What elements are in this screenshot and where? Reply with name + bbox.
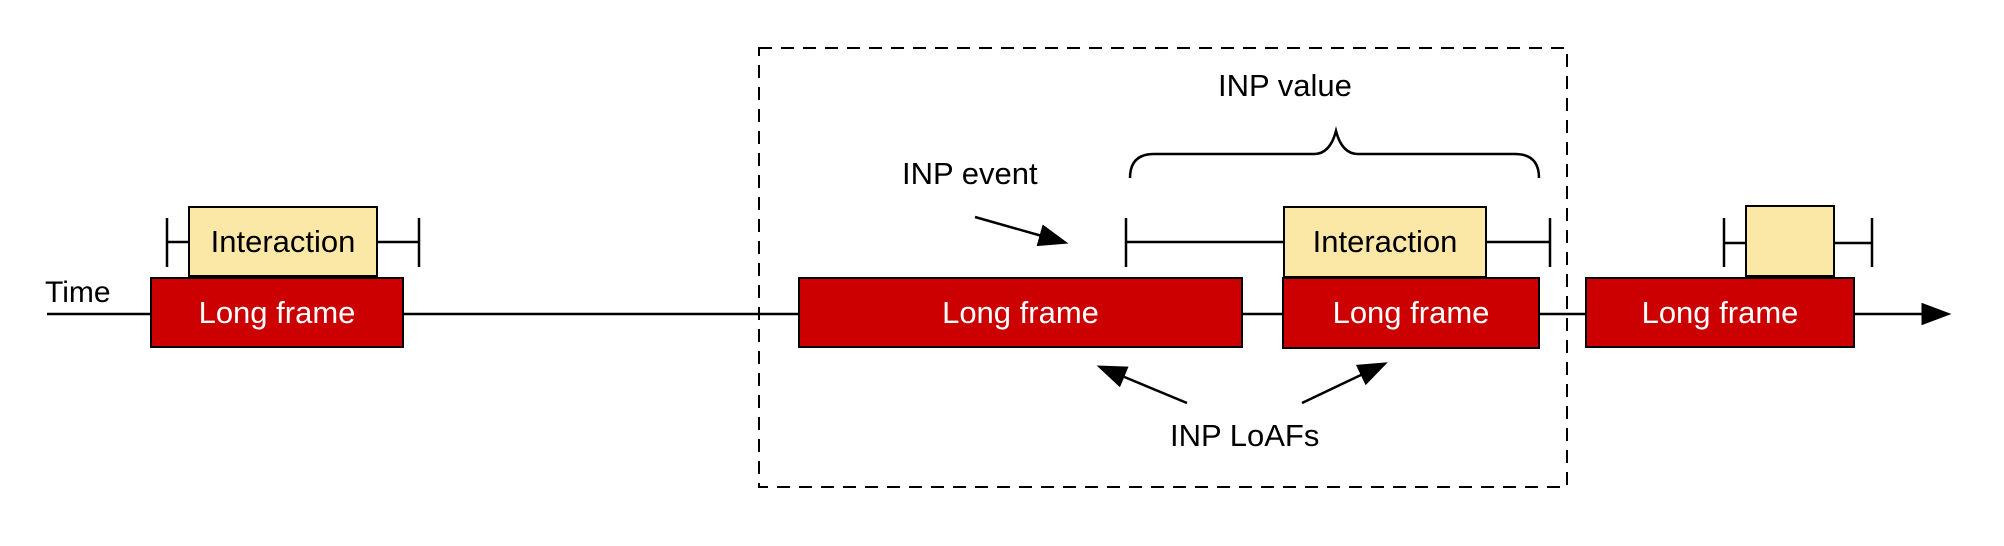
inp-value-brace (1128, 126, 1541, 179)
interaction-box-2: Interaction (1283, 206, 1487, 278)
interaction-box-3 (1745, 205, 1835, 277)
inp-value-label: INP value (1218, 68, 1352, 103)
time-axis-label: Time (45, 276, 111, 309)
inp-loafs-left-arrow (1096, 365, 1188, 405)
long-frame-box-3: Long frame (1282, 277, 1540, 349)
long-frame-box-1-label: Long frame (198, 294, 356, 330)
long-frame-box-4: Long frame (1585, 277, 1855, 348)
interaction-box-2-label: Interaction (1312, 224, 1458, 259)
inp-region-dashed-box (758, 47, 1568, 488)
interaction-3-whisker (1722, 218, 1874, 267)
interaction-2-whisker (1124, 218, 1552, 267)
long-frame-box-2: Long frame (798, 277, 1243, 348)
inp-loafs-right-arrow (1301, 362, 1388, 405)
long-frame-box-4-label: Long frame (1641, 294, 1799, 330)
long-frame-box-1: Long frame (150, 277, 404, 348)
interaction-box-1-label: Interaction (210, 223, 356, 259)
inp-event-arrow (974, 215, 1069, 247)
long-frame-box-2-label: Long frame (942, 294, 1099, 330)
inp-event-label: INP event (902, 156, 1038, 191)
interaction-box-1: Interaction (188, 206, 378, 277)
inp-loafs-label: INP LoAFs (1170, 418, 1320, 453)
interaction-1-whisker (165, 218, 421, 267)
long-frame-box-3-label: Long frame (1332, 295, 1490, 330)
